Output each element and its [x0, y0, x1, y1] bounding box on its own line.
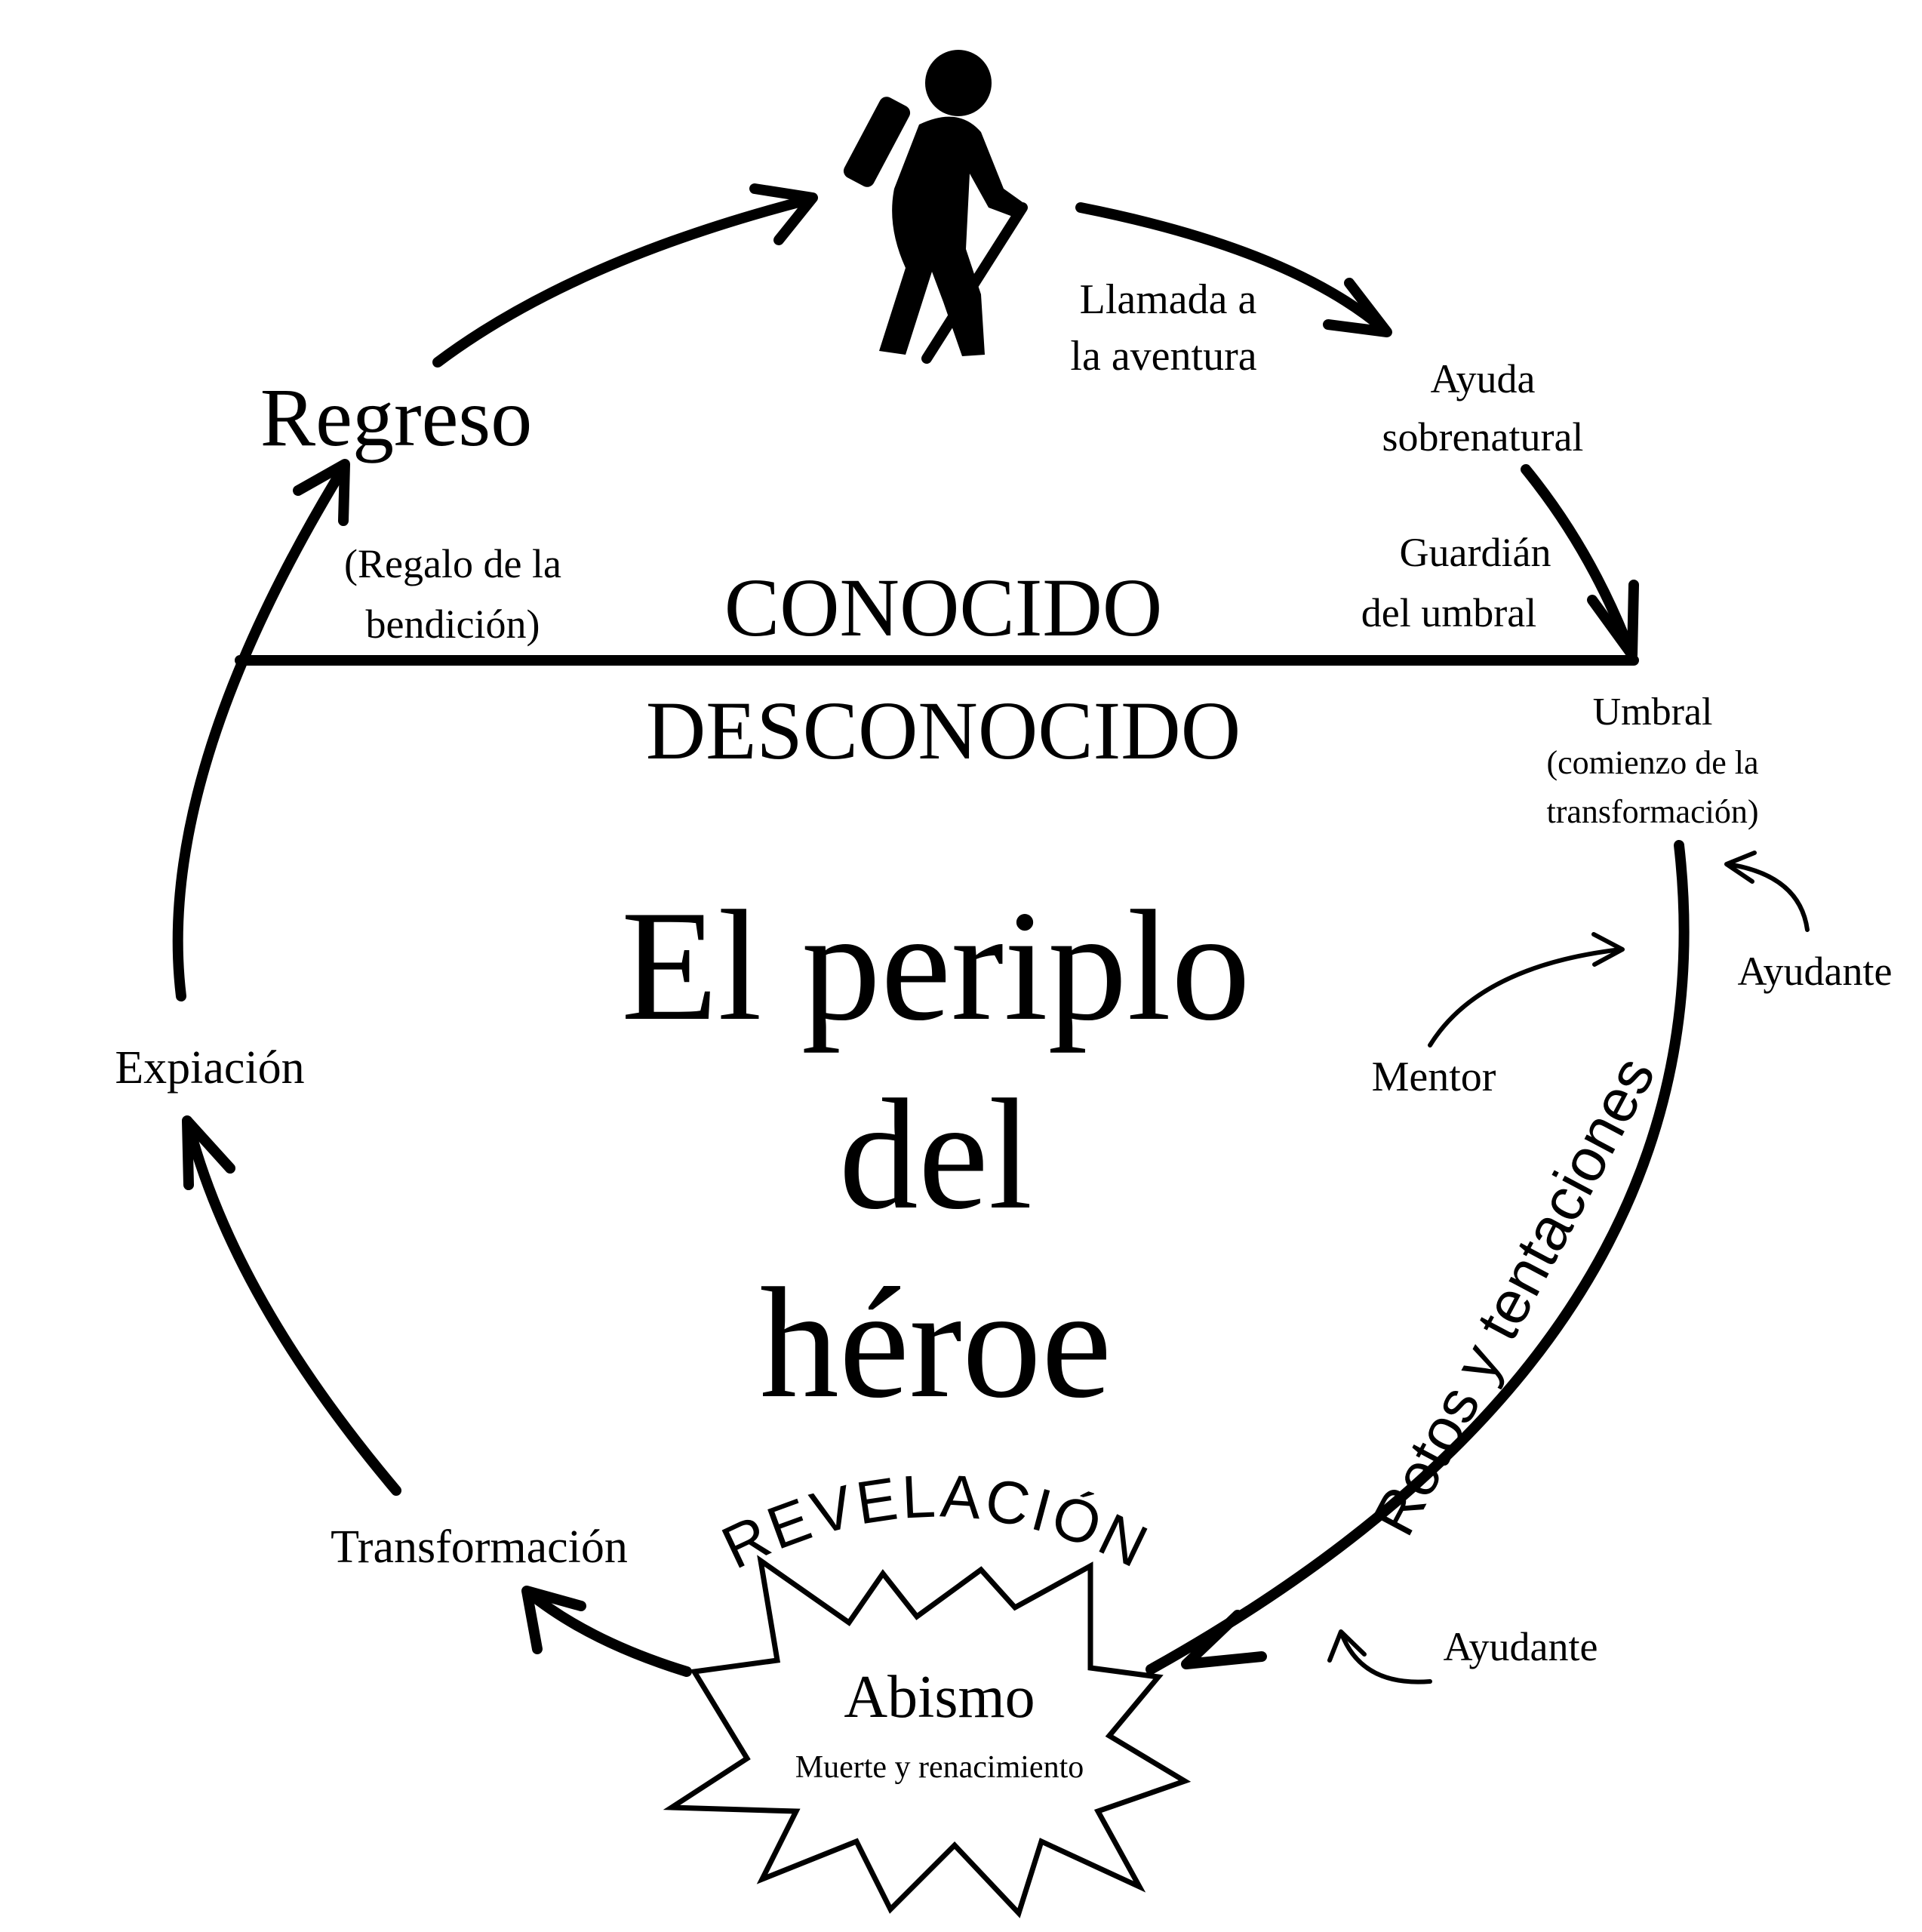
trials-arrow [1146, 840, 1690, 1675]
mentor-arrowhead [1591, 932, 1625, 967]
return-to-start-arrow [432, 195, 813, 368]
trials-label: Retos y tentaciones [1359, 1046, 1667, 1546]
boon-label-1: (Regalo de la [344, 541, 561, 586]
helper-top-arrow [1726, 862, 1810, 932]
transformation-label: Transformación [331, 1521, 628, 1573]
abyss-starburst [663, 1555, 1192, 1918]
atonement-to-return-arrowhead [293, 459, 350, 526]
return-label: Regreso [260, 371, 532, 463]
title-line-1: El periplo [621, 878, 1250, 1054]
journey-cycle [172, 183, 1810, 1684]
threshold-guardian-label-2: del umbral [1361, 590, 1536, 635]
threshold-label-3: transformación) [1547, 793, 1759, 830]
supernatural-aid-label-1: Ayuda [1430, 356, 1535, 401]
threshold-label-2: (comienzo de la [1547, 744, 1759, 781]
aid-to-threshold-arrowhead [1587, 580, 1639, 660]
threshold-label-1: Umbral [1593, 691, 1713, 734]
call-to-adventure-arrowhead [1323, 278, 1392, 337]
atonement-to-return-arrow [172, 463, 349, 1001]
diagram-title: El periplo del héroe [621, 878, 1250, 1431]
transformation-to-atonement-arrow [183, 1119, 401, 1496]
call-to-adventure-arrow [1075, 202, 1390, 335]
return-to-start-arrowhead [749, 183, 818, 245]
call-to-adventure-label-2: la aventura [1070, 333, 1256, 380]
threshold-guardian-label-1: Guardián [1400, 530, 1551, 575]
mentor-label: Mentor [1372, 1054, 1496, 1100]
helper-bottom-arrowhead [1327, 1629, 1367, 1663]
title-line-3: héroe [760, 1256, 1112, 1431]
mentor-arrow [1428, 947, 1623, 1048]
known-label: CONOCIDO [724, 561, 1163, 654]
trials-arrowhead [1181, 1610, 1267, 1669]
atonement-label: Expiación [115, 1042, 304, 1094]
helper-top-label: Ayudante [1738, 949, 1893, 994]
abyss-to-transformation-arrow [523, 1587, 692, 1677]
call-to-adventure-label-1: Llamada a [1080, 276, 1257, 323]
abyss-label: Abismo [844, 1664, 1035, 1730]
boon-label-2: bendición) [366, 601, 540, 647]
aid-to-threshold-arrow [1521, 464, 1637, 660]
abyss-to-transformation-arrowhead [521, 1586, 586, 1654]
supernatural-aid-label-2: sobrenatural [1382, 414, 1584, 460]
helper-bottom-arrow [1339, 1632, 1432, 1684]
transformation-to-atonement-arrowhead [182, 1115, 235, 1190]
abyss-sublabel: Muerte y renacimiento [795, 1750, 1084, 1785]
hiker-icon [843, 50, 1028, 364]
helper-top-arrowhead [1724, 851, 1757, 884]
title-line-2: del [839, 1067, 1033, 1242]
helper-bottom-label: Ayudante [1444, 1624, 1598, 1669]
unknown-label: DESCONOCIDO [646, 685, 1241, 777]
